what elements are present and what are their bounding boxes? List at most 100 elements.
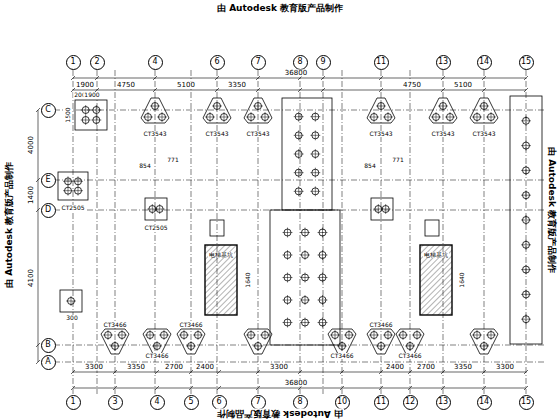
pile-cross bbox=[224, 112, 225, 122]
dim-tick bbox=[340, 370, 344, 374]
dim-tick bbox=[340, 386, 344, 390]
axis-line bbox=[155, 70, 156, 394]
pile-cross bbox=[305, 250, 306, 260]
pile-cross bbox=[374, 330, 375, 340]
axis-bubble: 1 bbox=[66, 395, 81, 410]
axis-number: 11 bbox=[376, 58, 386, 66]
axis-number: 8 bbox=[297, 58, 302, 66]
cap-code: CT2505 bbox=[143, 225, 168, 231]
axis-bubble: 4 bbox=[150, 395, 165, 410]
axis-number: 10 bbox=[337, 398, 347, 406]
pile-cross bbox=[157, 341, 158, 351]
pile-cross bbox=[298, 130, 299, 140]
dim-tick bbox=[36, 108, 40, 112]
dimension: 4000 bbox=[28, 135, 35, 155]
dim-tick bbox=[524, 88, 528, 92]
watermark: 由 Autodesk 教育版产品制作 bbox=[216, 409, 344, 418]
pile-cross bbox=[287, 295, 288, 305]
axis-bubble: D bbox=[41, 203, 56, 218]
dim-tick bbox=[256, 76, 260, 80]
axis-bubble: C bbox=[41, 103, 56, 118]
pile-cross bbox=[258, 101, 259, 111]
pile-cross bbox=[164, 330, 165, 340]
pile-cap bbox=[177, 329, 205, 354]
pile-cap bbox=[510, 96, 542, 344]
dimension: 1500 bbox=[65, 106, 71, 123]
axis-number: 6 bbox=[214, 58, 219, 66]
pile-cap bbox=[396, 329, 424, 354]
cap-code: CT2505 bbox=[60, 205, 85, 211]
dim-tick bbox=[113, 386, 117, 390]
axis-bubble: 6 bbox=[212, 395, 227, 410]
dimension: 3300 bbox=[269, 364, 289, 371]
pile-cross bbox=[78, 176, 79, 186]
dim-tick bbox=[379, 370, 383, 374]
dimension: 36800 bbox=[284, 380, 308, 387]
dim-tick bbox=[189, 386, 193, 390]
pile-cross bbox=[210, 112, 211, 122]
cap-code: CT3466 bbox=[102, 322, 127, 328]
dimension: 2700 bbox=[416, 364, 436, 371]
axis-number: 6 bbox=[216, 398, 221, 406]
axis-bubble: 13 bbox=[436, 395, 451, 410]
axis-line bbox=[526, 70, 527, 394]
axis-line bbox=[443, 70, 444, 394]
pile-cross bbox=[287, 273, 288, 283]
axis-bubble: 15 bbox=[519, 395, 534, 410]
pile-cross bbox=[78, 186, 79, 196]
pile-cross bbox=[410, 341, 411, 351]
axis-number: 15 bbox=[521, 58, 531, 66]
dim-tick bbox=[256, 386, 260, 390]
cap-code: CT3543 bbox=[430, 131, 455, 137]
axis-bubble: 7 bbox=[251, 55, 266, 70]
axis-number: D bbox=[45, 206, 51, 214]
pile-cross bbox=[388, 330, 389, 340]
axis-number: A bbox=[45, 358, 50, 366]
pile-cross bbox=[315, 168, 316, 178]
dim-tick bbox=[113, 370, 117, 374]
axis-line bbox=[73, 70, 74, 394]
pile-cross bbox=[162, 112, 163, 122]
pile-cap bbox=[60, 290, 82, 312]
dim-tick bbox=[298, 370, 302, 374]
axis-number: 5 bbox=[188, 398, 193, 406]
dimension: 1640 bbox=[245, 271, 251, 288]
pile-cross bbox=[305, 295, 306, 305]
dim-tick bbox=[441, 370, 445, 374]
dimension: 854 bbox=[363, 163, 376, 169]
cap-code: CT3543 bbox=[142, 131, 167, 137]
cap-code: CT3466 bbox=[368, 322, 393, 328]
axis-number: 11 bbox=[376, 398, 386, 406]
pile-cross bbox=[251, 112, 252, 122]
pile-cross bbox=[191, 341, 192, 351]
axis-number: 7 bbox=[255, 398, 260, 406]
cap-code: CT3543 bbox=[368, 131, 393, 137]
dim-tick bbox=[524, 386, 528, 390]
dim-tick bbox=[217, 370, 221, 374]
pile-cross bbox=[450, 112, 451, 122]
dim-tick bbox=[155, 386, 159, 390]
axis-line bbox=[381, 70, 382, 394]
pile-cross bbox=[526, 314, 527, 324]
axis-line bbox=[54, 180, 545, 181]
pile-cross bbox=[403, 330, 404, 340]
pile-cross bbox=[287, 228, 288, 238]
pile-cap bbox=[270, 210, 340, 345]
pile-cap bbox=[58, 172, 88, 200]
pile-cross bbox=[526, 165, 527, 175]
pit-label: 电梯基坑 bbox=[423, 252, 449, 258]
pile-cross bbox=[315, 186, 316, 196]
pile-cross bbox=[484, 101, 485, 111]
dim-tick bbox=[482, 88, 486, 92]
dimension: 4750 bbox=[116, 82, 136, 89]
cap-code: CT3466 bbox=[397, 353, 422, 359]
pile-cross bbox=[526, 265, 527, 275]
axis-line bbox=[410, 70, 411, 394]
pile-cross bbox=[287, 318, 288, 328]
pile-cross bbox=[388, 112, 389, 122]
axis-number: 2 bbox=[94, 58, 99, 66]
pile-cross bbox=[96, 115, 97, 125]
dim-tick bbox=[215, 88, 219, 92]
pile-cross bbox=[491, 330, 492, 340]
pile-cross bbox=[298, 186, 299, 196]
